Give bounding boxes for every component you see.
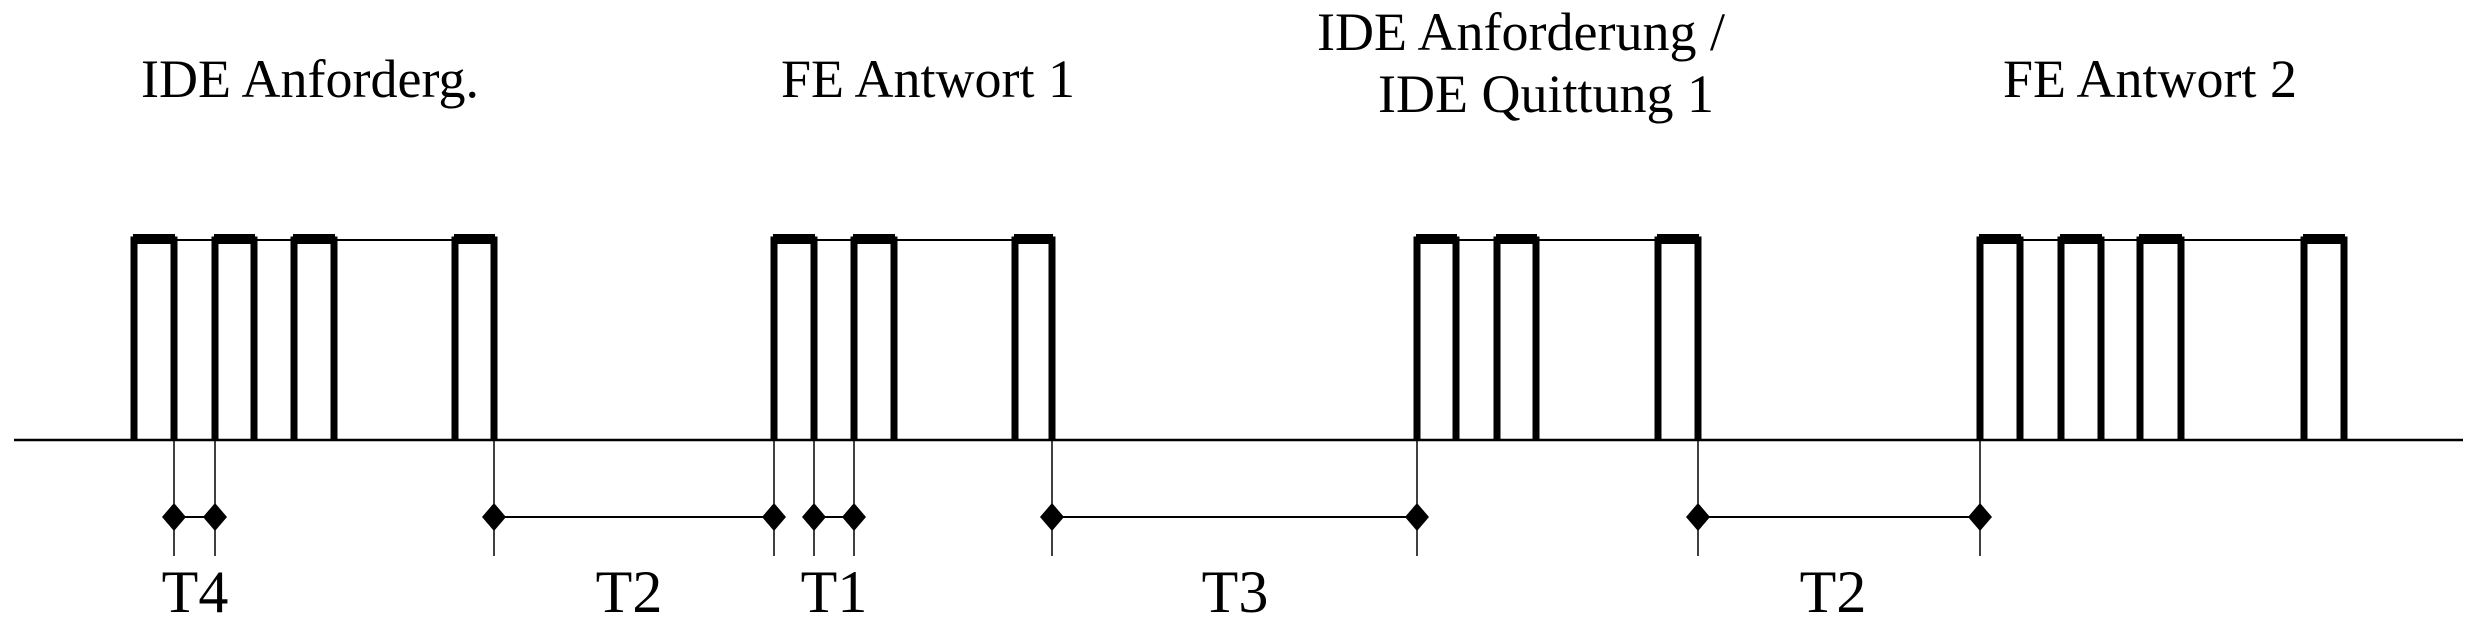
diamond-marker <box>1968 503 1992 531</box>
pulse <box>290 236 338 440</box>
pulse <box>2136 236 2185 440</box>
pulse-trains <box>14 234 2463 442</box>
pulse <box>211 236 258 440</box>
label-t2-second: T2 <box>1800 559 1867 622</box>
label-fe-response-1: FE Antwort 1 <box>781 49 1075 109</box>
pulse-top-bar <box>2060 234 2102 244</box>
label-ide-ack-1: IDE Quittung 1 <box>1378 64 1714 124</box>
pulse-top-bar <box>454 234 495 244</box>
diamond-marker <box>1405 503 1429 531</box>
pulse <box>770 236 818 440</box>
pulse-top-bar <box>293 234 335 244</box>
pulse <box>1654 236 1702 440</box>
pulse-top-bar <box>133 234 175 244</box>
pulse <box>1011 236 1056 440</box>
pulse <box>850 236 898 440</box>
label-fe-response-2: FE Antwort 2 <box>2003 49 2297 109</box>
diamond-marker <box>842 503 866 531</box>
pulse-top-bar <box>773 234 815 244</box>
diamond-marker <box>762 503 786 531</box>
pulse <box>1413 236 1460 440</box>
pulse <box>1493 236 1540 440</box>
pulse-top-bar <box>214 234 255 244</box>
pulse-top-bar <box>853 234 895 244</box>
label-t2-first: T2 <box>596 559 663 622</box>
pulse-top-bar <box>1416 234 1457 244</box>
pulse-top-bar <box>1979 234 2021 244</box>
label-t3: T3 <box>1202 559 1269 622</box>
diamond-marker <box>802 503 826 531</box>
pulse-top-bar <box>1657 234 1699 244</box>
label-ide-request: IDE Anforderg. <box>141 49 479 109</box>
pulse-top-bar <box>1496 234 1537 244</box>
pulse-top-bar <box>2303 234 2345 244</box>
pulse <box>1976 236 2024 440</box>
label-ide-request-long: IDE Anforderung / <box>1317 2 1725 62</box>
diamond-marker <box>1686 503 1710 531</box>
pulse <box>130 236 178 440</box>
diamond-marker <box>162 503 186 531</box>
label-t1: T1 <box>801 559 868 622</box>
diamond-marker <box>203 503 227 531</box>
pulse <box>2057 236 2105 440</box>
diamond-marker <box>482 503 506 531</box>
pulse <box>2300 236 2348 440</box>
label-t4: T4 <box>162 559 229 622</box>
diamond-marker <box>1040 503 1064 531</box>
pulse-top-bar <box>2139 234 2182 244</box>
timing-markers <box>162 440 1992 556</box>
pulse <box>451 236 498 440</box>
pulse-top-bar <box>1014 234 1053 244</box>
